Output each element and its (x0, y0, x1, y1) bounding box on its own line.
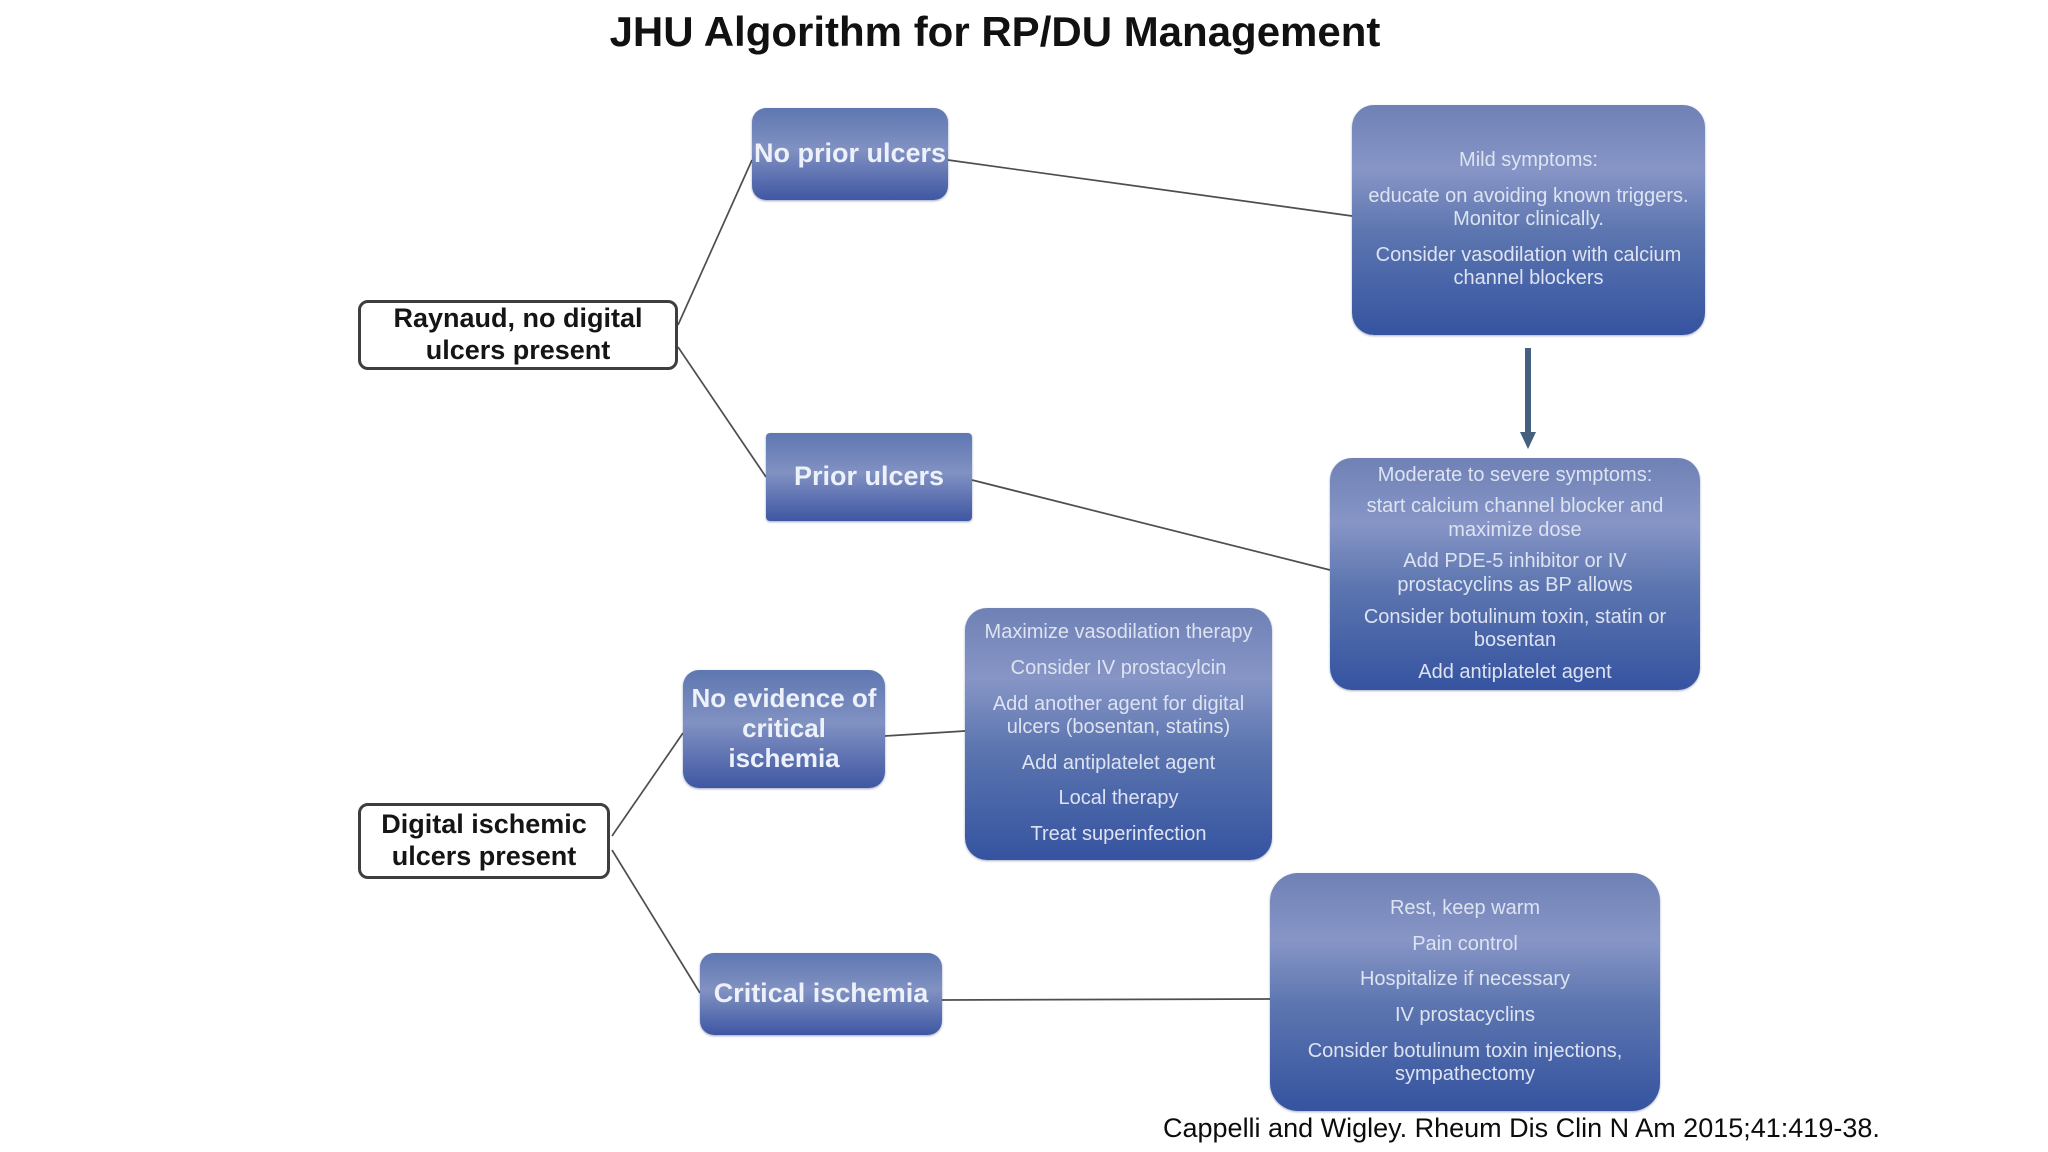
node-mild-symptoms: Mild symptoms: educate on avoiding known … (1352, 105, 1705, 335)
node-critical-ischemia: Critical ischemia (700, 953, 942, 1035)
box-line: Moderate to severe symptoms: (1377, 463, 1653, 486)
box-line: Consider botulinum toxin, statin or bose… (1363, 605, 1667, 652)
box-line: Treat superinfection (1030, 822, 1207, 845)
page-title: JHU Algorithm for RP/DU Management (609, 8, 1381, 55)
node-label: No prior ulcers (753, 138, 947, 169)
box-line: Rest, keep warm (1389, 897, 1541, 920)
connector-digital-to-critical (611, 849, 701, 994)
box-line: Consider IV prostacylcin (1010, 657, 1227, 680)
box-line: Add PDE-5 inhibitor or IV prostacyclins … (1397, 550, 1633, 596)
connector-prior-to-moderate (971, 479, 1331, 571)
box-line: IV prostacyclins (1394, 1004, 1536, 1026)
connector-raynaud-to-no-prior (677, 159, 753, 326)
box-line: Local therapy (1058, 787, 1179, 810)
node-label: Prior ulcers (793, 461, 945, 492)
box-line: Hospitalize if necessary (1359, 968, 1571, 991)
box-line: Add antiplatelet agent (1021, 751, 1216, 774)
box-line: Pain control (1412, 932, 1518, 955)
box-line: Add another agent for digital ulcers (bo… (992, 692, 1245, 739)
node-no-critical-ischemia: No evidence of critical ischemia (683, 670, 885, 788)
connector-digital-to-no-evidence (611, 732, 684, 837)
box-line: Maximize vasodilation therapy (984, 621, 1253, 644)
node-no-prior-ulcers: No prior ulcers (752, 108, 948, 200)
connector-raynaud-to-prior (677, 346, 767, 478)
box-line: Add antiplatelet agent (1418, 660, 1612, 683)
node-digital-ischemic-ulcers: Digital ischemic ulcers present (358, 803, 610, 879)
connector-no-prior-to-mild (947, 159, 1353, 217)
box-line: educate on avoiding known triggers. Moni… (1368, 184, 1689, 231)
node-moderate-severe-symptoms: Moderate to severe symptoms: start calciu… (1330, 458, 1700, 690)
node-label: Raynaud, no digital ulcers present (393, 303, 643, 365)
mild-to-moderate-arrow (1520, 348, 1536, 449)
connector-no-evidence-to-maximize (884, 730, 966, 737)
node-raynaud-no-ulcers: Raynaud, no digital ulcers present (358, 300, 678, 370)
box-line: Consider vasodilation with calcium chann… (1375, 243, 1682, 290)
box-line: Mild symptoms: (1459, 149, 1598, 172)
node-label: Digital ischemic ulcers present (381, 809, 587, 871)
citation: Cappelli and Wigley. Rheum Dis Clin N Am… (1163, 1113, 1880, 1143)
node-label: No evidence of critical ischemia (691, 683, 877, 773)
box-line: start calcium channel blocker and maximi… (1366, 495, 1664, 541)
node-label: Critical ischemia (713, 978, 929, 1009)
box-line: Consider botulinum toxin injections, sym… (1307, 1039, 1623, 1086)
node-prior-ulcers: Prior ulcers (766, 433, 972, 521)
connector-critical-to-rest (941, 998, 1271, 1001)
